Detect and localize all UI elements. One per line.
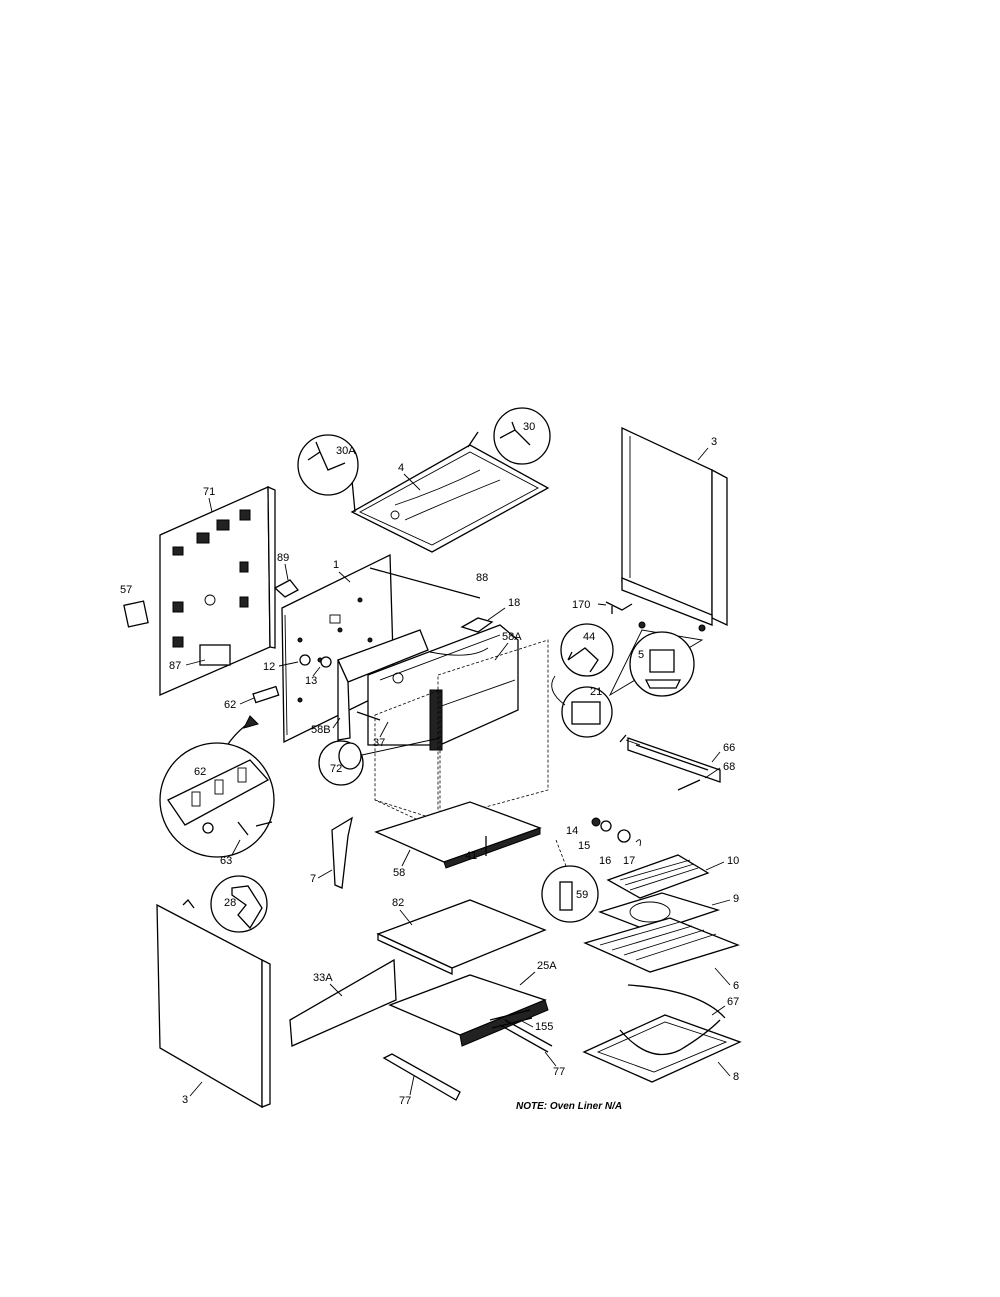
callout-circle-30A xyxy=(297,434,359,496)
label-4: 4 xyxy=(398,462,404,474)
label-28: 28 xyxy=(224,897,236,909)
label-15: 15 xyxy=(578,840,590,852)
label-62-small: 62 xyxy=(224,699,236,711)
label-87: 87 xyxy=(169,660,181,672)
right-side-panel xyxy=(621,426,728,632)
label-67: 67 xyxy=(727,996,739,1008)
oven-liner-note: NOTE: Oven Liner N/A xyxy=(516,1101,622,1112)
label-59: 59 xyxy=(576,889,588,901)
label-16: 16 xyxy=(599,855,611,867)
callout-circle-5 xyxy=(629,631,695,697)
label-3-top: 3 xyxy=(711,436,717,448)
label-6: 6 xyxy=(733,980,739,992)
label-30A: 30A xyxy=(336,445,356,457)
label-21: 21 xyxy=(590,686,602,698)
rear-panel xyxy=(159,486,276,696)
label-5: 5 xyxy=(638,649,644,661)
callout-circle-30 xyxy=(493,407,551,465)
label-62-big: 62 xyxy=(194,766,206,778)
label-170: 170 xyxy=(572,599,590,611)
label-41: 41 xyxy=(465,850,477,862)
label-30: 30 xyxy=(523,421,535,433)
label-66: 66 xyxy=(723,742,735,754)
label-71: 71 xyxy=(203,486,215,498)
label-57: 57 xyxy=(120,584,132,596)
label-77-right: 77 xyxy=(553,1066,565,1078)
label-9: 9 xyxy=(733,893,739,905)
callout-circle-28 xyxy=(210,875,268,933)
label-17: 17 xyxy=(623,855,635,867)
label-3-bottom: 3 xyxy=(182,1094,188,1106)
label-33A: 33A xyxy=(313,972,333,984)
label-58A: 58A xyxy=(502,631,522,643)
oven-cavity xyxy=(337,624,549,831)
bake-element xyxy=(619,734,721,791)
label-63: 63 xyxy=(220,855,232,867)
label-44: 44 xyxy=(583,631,595,643)
label-13: 13 xyxy=(305,675,317,687)
label-82: 82 xyxy=(392,897,404,909)
callout-circle-62 xyxy=(159,742,275,858)
label-1: 1 xyxy=(333,559,339,571)
label-155: 155 xyxy=(535,1021,553,1033)
label-88: 88 xyxy=(476,572,488,584)
label-7: 7 xyxy=(310,873,316,885)
label-18: 18 xyxy=(508,597,520,609)
label-68: 68 xyxy=(723,761,735,773)
label-37: 37 xyxy=(373,737,385,749)
label-14: 14 xyxy=(566,825,578,837)
label-12: 12 xyxy=(263,661,275,673)
label-8: 8 xyxy=(733,1071,739,1083)
label-25A: 25A xyxy=(537,960,557,972)
label-77-bottom: 77 xyxy=(399,1095,411,1107)
label-10: 10 xyxy=(727,855,739,867)
label-89: 89 xyxy=(277,552,289,564)
label-58B: 58B xyxy=(311,724,331,736)
label-58: 58 xyxy=(393,867,405,879)
top-panel-assembly xyxy=(297,407,551,553)
label-72: 72 xyxy=(330,763,342,775)
